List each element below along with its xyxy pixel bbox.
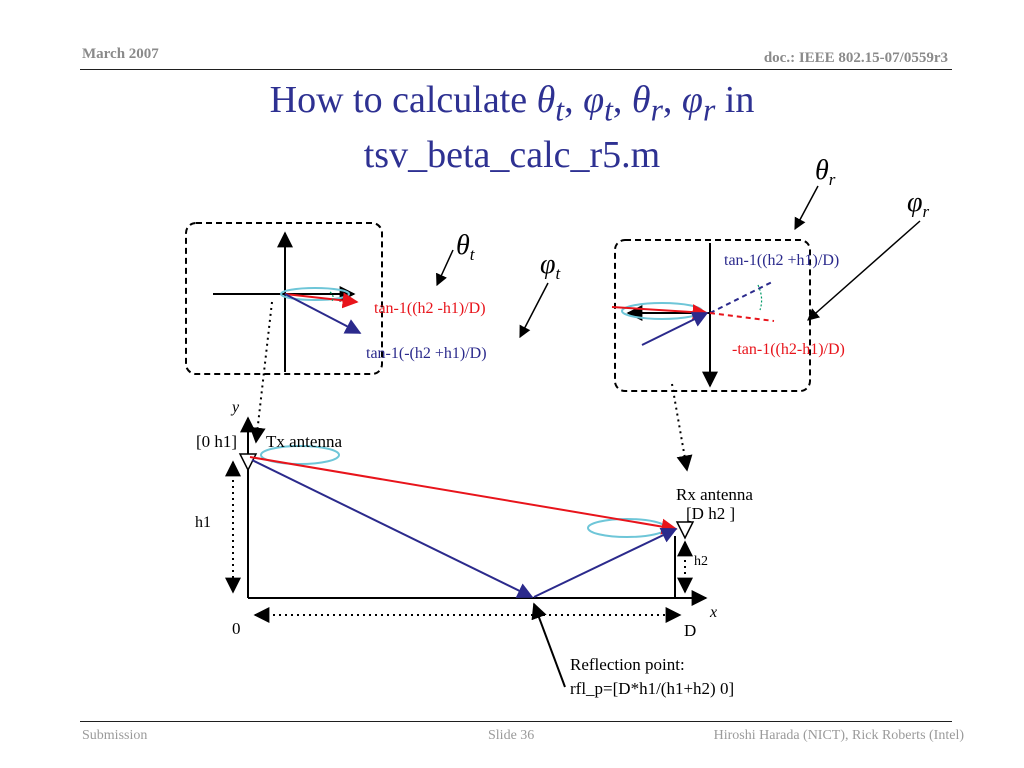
tx-antenna-label: Tx antenna [266,432,342,451]
header-doc-id: doc.: IEEE 802.15-07/0559r3 [763,50,948,66]
rx-formula-blue: tan-1((h2 +h1)/D) [724,252,839,269]
tx-antenna-symbol [238,453,258,472]
rx-antenna-label: Rx antenna [676,485,753,504]
direct-ray [249,456,678,535]
slide-title: How to calculate θt, φt, θr, φr in tsv_b… [269,79,755,176]
theta-t-label: θt [456,230,476,264]
rx-inset-angle-arc [757,284,763,311]
tx-zoom-connector [249,301,273,444]
title-prefix: How to calculate [269,79,537,121]
rx-antenna-symbol [675,521,695,540]
title-theta-r: θr [631,79,663,128]
title-suffix: in [715,79,755,121]
footer-rule [80,721,952,722]
title-phi-r: φr [681,79,716,128]
phi-r-pointer [807,220,921,321]
reflection-formula: rfl_p=[D*h1/(h1+h2) 0] [570,679,734,698]
rx-formula-red: -tan-1((h2-h1)/D) [732,341,845,358]
footer-left: Submission [82,728,148,743]
x-axis-label: x [709,604,717,621]
header-date: March 2007 [82,46,159,62]
rx-inset-reflected-ray [641,312,709,346]
title-theta-t: θt [536,79,565,128]
tx-formula-blue: tan-1(-(h2 +h1)/D) [366,345,487,362]
h2-label: h2 [694,554,708,569]
header-rule [80,69,952,70]
title-line2: tsv_beta_calc_r5.m [363,133,661,176]
rx-inset-box [614,239,811,392]
origin-label: 0 [232,619,241,638]
tx-inset-direct-ray [284,292,359,309]
rx-zoom-connector [671,383,693,472]
title-phi-t: φt [583,79,613,128]
reflection-pointer [531,602,566,688]
reflected-ray [533,528,678,598]
theta-r-label: θr [815,155,836,189]
rx-inset-reflected-extension [709,280,775,314]
footer-authors: Hiroshi Harada (NICT), Rick Roberts (Int… [713,728,964,743]
rx-inset-direct-extension [709,312,775,322]
footer-slide-number: Slide 36 [488,728,535,743]
phi-r-label: φr [907,187,930,221]
d-label: D [684,621,696,640]
phi-t-pointer [519,282,549,339]
tx-inset-box [185,222,383,375]
rx-inset-direct-ray [611,304,709,321]
reflection-title: Reflection point: [570,655,685,674]
y-axis-label: y [230,399,240,416]
h1-label: h1 [195,514,211,531]
phi-t-label: φt [540,249,562,283]
rx-point-label: [D h2 ] [686,504,735,523]
incident-ray [251,459,534,598]
theta-r-pointer [794,185,819,231]
tx-point-label: [0 h1] [196,432,237,451]
theta-t-pointer [436,249,454,287]
tx-formula-red: tan-1((h2 -h1)/D) [374,300,486,317]
tx-inset-reflected-ray [284,293,362,334]
tx-antenna-ellipse [260,445,340,465]
tx-inset-angle-arc [329,291,334,302]
